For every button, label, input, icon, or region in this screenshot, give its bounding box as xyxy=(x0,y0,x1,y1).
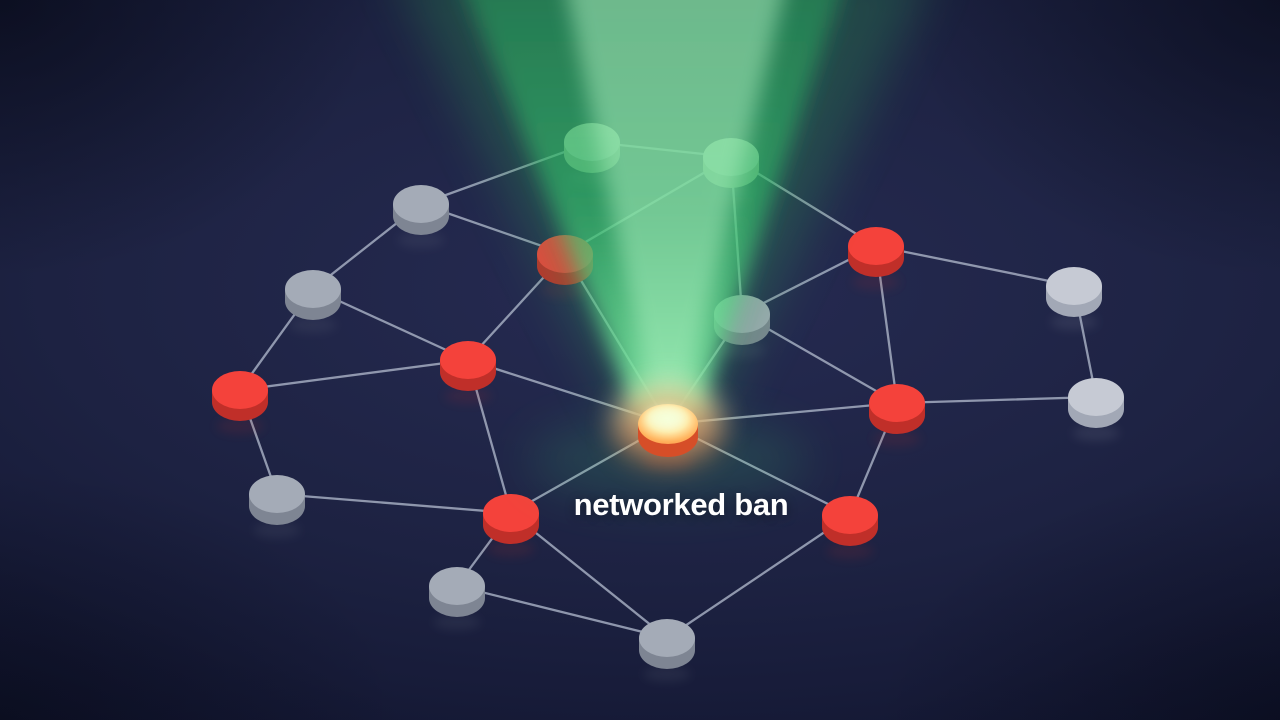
node-r4 xyxy=(212,371,268,434)
node-g1 xyxy=(393,185,449,248)
node-r7 xyxy=(822,496,878,559)
node-g7 xyxy=(429,567,485,630)
node-g4 xyxy=(1046,267,1102,330)
node-g2 xyxy=(285,270,341,333)
node-g6 xyxy=(249,475,305,538)
node-g5 xyxy=(1068,378,1124,441)
caption-text: networked ban xyxy=(573,487,789,522)
edge-r7-g8 xyxy=(665,513,852,640)
node-r2 xyxy=(848,227,904,290)
edge-r4-r3 xyxy=(238,358,470,392)
node-g8 xyxy=(639,619,695,682)
node-r5 xyxy=(869,384,925,447)
node-r6 xyxy=(483,494,539,557)
edge-r2-g4 xyxy=(874,244,1076,288)
edge-g6-r6 xyxy=(275,492,513,515)
edge-r5-g5 xyxy=(895,395,1098,405)
node-r3 xyxy=(440,341,496,404)
